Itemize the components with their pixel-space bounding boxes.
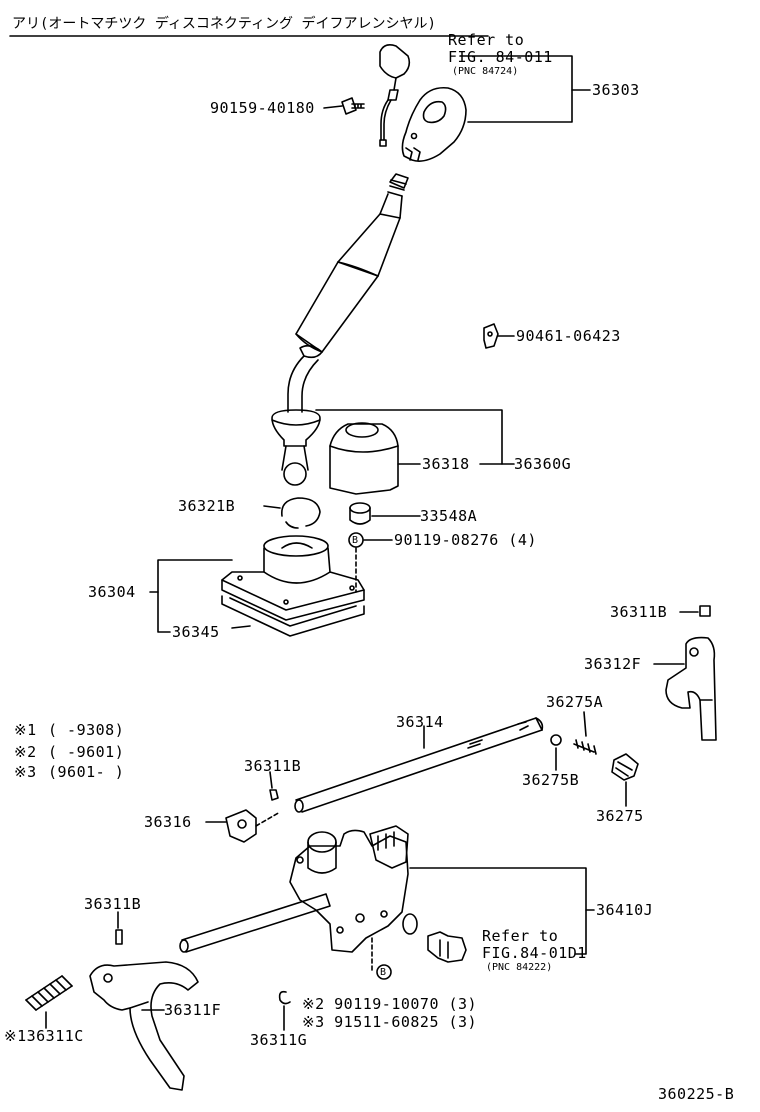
part-36312f[interactable]: 36312F xyxy=(584,655,642,673)
leader-36304 xyxy=(149,559,233,593)
b-mark-icon: B xyxy=(380,967,387,978)
knob-plug-drawing xyxy=(379,44,411,147)
part-36321b[interactable]: 36321B xyxy=(178,497,236,515)
plug-36275-drawing xyxy=(611,753,639,781)
leader-36303 xyxy=(459,55,573,123)
leader-36345-bracket xyxy=(157,591,171,633)
part-36275a[interactable]: 36275A xyxy=(546,693,604,711)
fork-36312f-drawing xyxy=(665,636,717,741)
spring-36275a-drawing xyxy=(573,739,597,755)
switch-drawing xyxy=(427,931,467,963)
part-36360g[interactable]: 36360G xyxy=(514,455,572,473)
refer-top-line2[interactable]: FIG. 84-011 xyxy=(448,48,553,66)
leader-36311b-mid xyxy=(269,771,273,789)
part-90119-10070[interactable]: ※2 90119-10070 (3) xyxy=(302,995,478,1013)
part-36318[interactable]: 36318 xyxy=(422,455,470,473)
part-36311g[interactable]: 36311G xyxy=(250,1031,308,1049)
diagram-title: アリ(オートマチツク ディスコネクティング デイフアレンシヤル) xyxy=(12,16,436,32)
part-36275[interactable]: 36275 xyxy=(596,807,644,825)
fork-36311f-drawing xyxy=(89,961,199,1091)
part-36314[interactable]: 36314 xyxy=(396,713,444,731)
part-90159-40180[interactable]: 90159-40180 xyxy=(210,99,315,117)
leader-90159 xyxy=(323,105,343,109)
leader-36275a xyxy=(583,711,587,737)
part-36311c[interactable]: ※136311C xyxy=(4,1027,84,1045)
legend-mark-3: ※3 xyxy=(14,763,37,781)
shift-knob-drawing xyxy=(401,86,467,162)
pin-36311b-mid-drawing xyxy=(269,789,279,801)
part-91511-60825[interactable]: ※3 91511-60825 (3) xyxy=(302,1013,478,1031)
clip-90461-drawing xyxy=(483,323,499,349)
part-36311b-upper[interactable]: 36311B xyxy=(610,603,668,621)
oring-drawing xyxy=(402,913,418,935)
part-36311f[interactable]: 36311F xyxy=(164,1001,222,1019)
leader-36410j xyxy=(409,867,587,955)
actuator-assembly-drawing xyxy=(179,825,409,953)
refer-bottom-line1: Refer to xyxy=(482,927,559,945)
part-36304[interactable]: 36304 xyxy=(88,583,136,601)
leader-36321b xyxy=(263,505,281,509)
b-mark-circle-1 xyxy=(348,532,364,548)
spring-36311c-drawing xyxy=(25,975,73,1011)
drawing-number: 360225-B xyxy=(658,1085,735,1103)
part-36345[interactable]: 36345 xyxy=(172,623,220,641)
screw-90159-drawing xyxy=(341,97,365,115)
shift-rod-36314-drawing xyxy=(294,717,544,813)
legend-mark-1: ※1 xyxy=(14,721,37,739)
ball-36275b-drawing xyxy=(550,734,562,746)
part-33548a[interactable]: 33548A xyxy=(420,507,478,525)
lever-housing-drawing xyxy=(221,535,365,637)
part-90119-08276[interactable]: 90119-08276 (4) xyxy=(394,531,537,549)
legend-range-1: ( -9308) xyxy=(48,721,125,739)
collar-33548a-drawing xyxy=(349,502,371,525)
legend-range-2: ( -9601) xyxy=(48,743,125,761)
b-mark-icon: B xyxy=(352,535,359,546)
legend-range-3: (9601- ) xyxy=(48,763,125,781)
pin-36311b-upper-drawing xyxy=(699,605,711,617)
leader-36360g xyxy=(315,409,503,465)
snap-ring-drawing xyxy=(281,497,321,529)
bushing-36318-drawing xyxy=(329,422,399,495)
part-36410j[interactable]: 36410J xyxy=(596,901,654,919)
legend-mark-2: ※2 xyxy=(14,743,37,761)
pin-36311b-lower-drawing xyxy=(115,929,123,945)
part-36303[interactable]: 36303 xyxy=(592,81,640,99)
refer-bottom-pnc: (PNC 84222) xyxy=(486,962,553,973)
part-36311b-mid[interactable]: 36311B xyxy=(244,757,302,775)
b-mark-circle-2 xyxy=(376,964,392,980)
leader-36316-dash xyxy=(255,811,281,827)
shift-lever-drawing xyxy=(271,173,409,486)
leader-36345 xyxy=(231,625,251,629)
clip-36311g-drawing xyxy=(278,990,291,1005)
refer-top-pnc: (PNC 84724) xyxy=(452,66,519,77)
part-36275b[interactable]: 36275B xyxy=(522,771,580,789)
refer-top-line1: Refer to xyxy=(448,31,525,49)
part-36316[interactable]: 36316 xyxy=(144,813,192,831)
part-36311b-lower[interactable]: 36311B xyxy=(84,895,142,913)
head-36316-drawing xyxy=(225,809,257,843)
refer-bottom-line2[interactable]: FIG.84-01D1 xyxy=(482,944,587,962)
part-90461-06423[interactable]: 90461-06423 xyxy=(516,327,621,345)
